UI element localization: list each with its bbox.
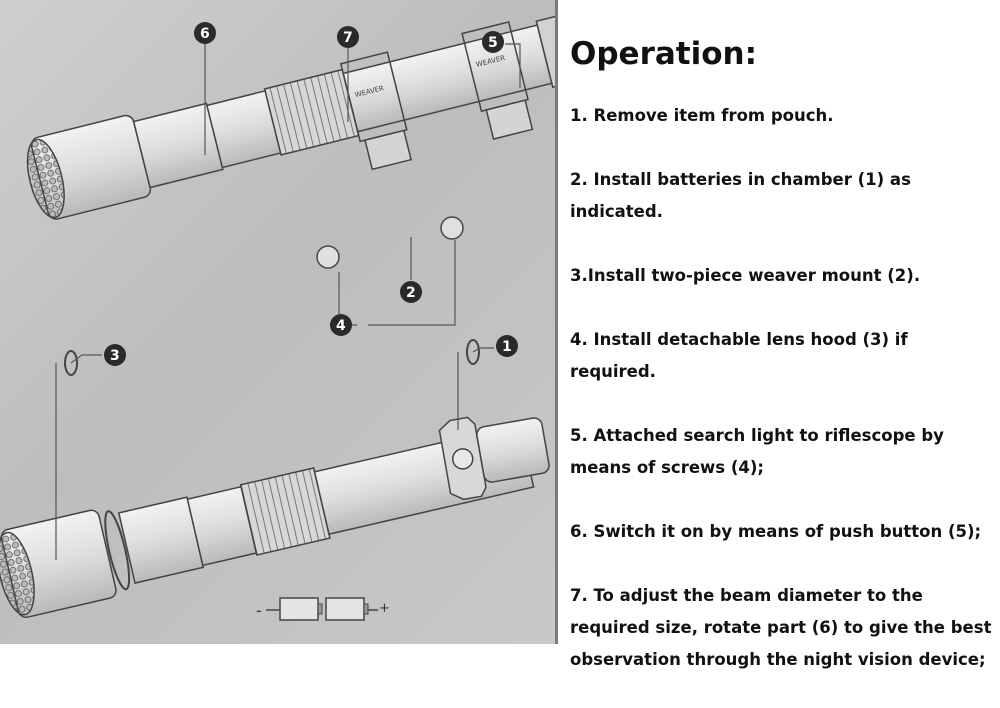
step-5: 5. Attached search light to riflescope b… <box>570 426 944 477</box>
callout-4: 4 <box>330 314 352 336</box>
operation-panel: Operation: 1. Remove item from pouch. 2.… <box>570 28 995 708</box>
step-4: 4. Install detachable lens hood (3) if r… <box>570 330 908 381</box>
diagram-svg: WEAVER WEAVER <box>0 8 636 621</box>
weaver-mount-right: WEAVER <box>461 21 534 140</box>
operation-title: Operation: <box>570 36 757 72</box>
callout-5: 5 <box>482 31 504 53</box>
honeycomb-lens <box>26 138 65 219</box>
step-7: 7. To adjust the beam diameter to the re… <box>570 586 992 669</box>
battery-1 <box>279 597 319 621</box>
svg-text:7: 7 <box>343 30 353 46</box>
callout-6: 6 <box>194 22 216 44</box>
svg-text:-: - <box>256 601 262 620</box>
svg-text:3: 3 <box>110 348 120 364</box>
knurled-section <box>263 68 360 156</box>
battery-2 <box>325 597 365 621</box>
svg-text:1: 1 <box>502 339 512 355</box>
callout-7: 7 <box>337 26 359 48</box>
step-3: 3.Install two-piece weaver mount (2). <box>570 266 921 285</box>
step-2: 2. Install batteries in chamber (1) as i… <box>570 170 911 221</box>
mount-screw-left <box>316 245 340 269</box>
svg-text:2: 2 <box>406 285 416 301</box>
exploded-flashlight <box>0 423 535 619</box>
step-1: 1. Remove item from pouch. <box>570 106 834 125</box>
panel-divider <box>555 0 558 644</box>
lens-hood-ring <box>104 510 131 591</box>
svg-text:+: + <box>379 601 390 616</box>
svg-text:4: 4 <box>336 318 346 334</box>
assembled-flashlight: WEAVER WEAVER <box>26 8 636 220</box>
o-ring-1 <box>466 339 480 365</box>
svg-text:5: 5 <box>488 35 498 51</box>
callout-1: 1 <box>496 335 518 357</box>
svg-text:6: 6 <box>200 26 210 42</box>
step-6: 6. Switch it on by means of push button … <box>570 522 982 541</box>
o-ring-3 <box>64 350 78 376</box>
batteries: - + <box>256 597 390 621</box>
callout-3: 3 <box>104 344 126 366</box>
callout-2: 2 <box>400 281 422 303</box>
exploded-diagram: WEAVER WEAVER <box>0 0 636 644</box>
mount-screw-right <box>440 216 464 240</box>
battery-cap <box>438 416 550 501</box>
